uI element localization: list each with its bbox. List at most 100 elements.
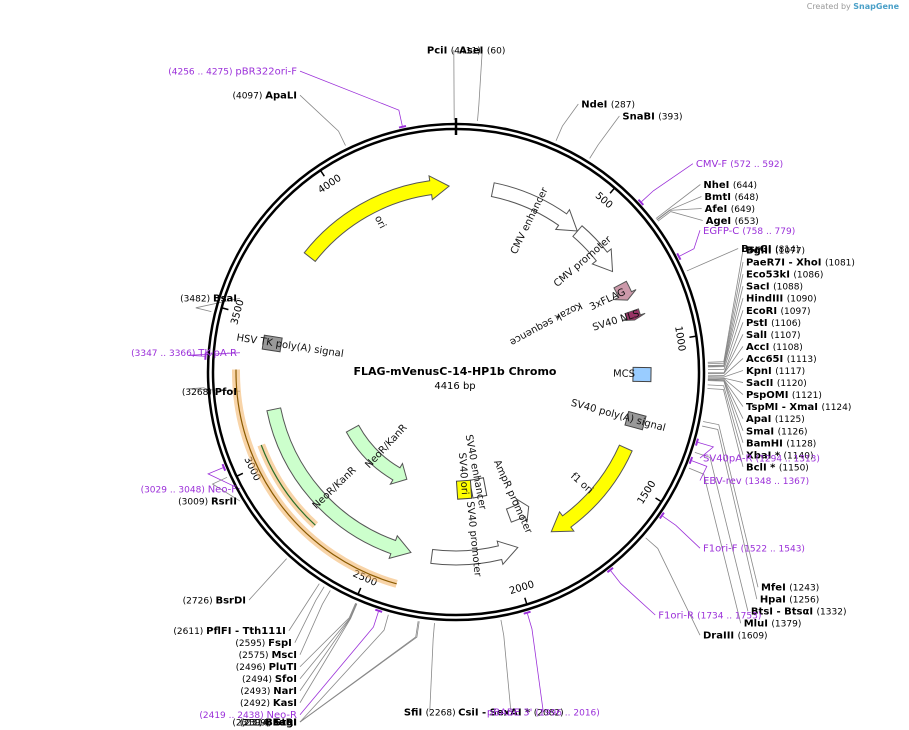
tick-label: 4000 [316,173,343,196]
label-leader-lines [188,49,759,723]
enzyme-leader-line [294,586,325,643]
enzyme-position: (1077) [775,247,805,257]
orf-line [235,369,397,585]
enzyme-leader-line [688,467,742,624]
enzyme-name: RsrII [211,497,237,508]
enzyme-leader-line [707,370,744,378]
tick-mark [319,169,325,177]
enzyme-name: AgeI [706,216,735,227]
enzyme-position: (1088) [773,283,803,293]
primer-leader-line [207,467,241,490]
enzyme-position: (2611) [173,627,206,637]
orf-line [260,444,316,526]
enzyme-label: CsiI - SexAI * (2082) [458,708,564,719]
feature-arrow [550,444,633,533]
primer-site-mark [523,610,531,615]
enzyme-label: PspOMI (1121) [746,390,822,401]
enzyme-position: (1150) [779,463,809,473]
feature-label: HSV TK poly(A) signal [236,333,345,360]
enzyme-label: (2399) EagI [240,718,297,729]
enzyme-position: (1120) [777,379,807,389]
primer-name: F1ori-F [703,544,741,555]
plasmid-size: 4416 bp [434,381,475,392]
feature-box [632,366,652,383]
feature-arrow [622,308,646,321]
tick-mark [357,587,362,595]
feature-label: SV40 ori [456,452,470,495]
enzyme-position: (1121) [792,391,822,401]
enzyme-leader-line [656,208,702,221]
enzyme-position: (1332) [817,608,847,618]
enzyme-leader-line [299,603,357,691]
enzyme-position: (1128) [786,439,816,449]
primer-name: pBABE 3' [487,708,536,719]
feature-label: SV40 poly(A) signal [570,398,667,434]
enzyme-name: HindIII [746,294,787,305]
enzyme-label: HpaI (1256) [760,595,819,606]
feature-label: SV40 NLS [591,308,641,333]
enzyme-position: (1081) [825,259,855,269]
feature-label: AmpR promoter [491,458,534,536]
enzyme-name: PstI [746,318,771,329]
enzyme-label: (3268) PfoI [182,387,237,398]
enzyme-leader-line [694,451,749,612]
enzyme-leader-line [655,184,701,219]
primer-leader-line [610,570,656,616]
enzyme-name: TspMI - XmaI [746,402,821,413]
enzyme-leader-line [707,379,744,431]
enzyme-name: Eco53kI [746,270,793,281]
enzyme-leader-line [299,590,331,655]
enzyme-label: SfiI (2268) [404,708,456,719]
primer-site-mark [606,567,614,574]
enzyme-label: AccI (1108) [746,342,803,353]
enzyme-position: (1609) [738,632,768,642]
enzyme-leader-line [589,115,620,159]
enzyme-label: DraIII (1609) [703,631,768,642]
enzyme-position: (1125) [775,415,805,425]
enzyme-leader-line [555,103,579,141]
enzyme-position: (2493) [240,687,273,697]
primer-label: EGFP-C (758 .. 779) [703,226,795,237]
enzyme-position: (2726) [183,597,216,607]
tick-mark [524,597,528,605]
primer-range: (4256 .. 4275) [168,68,235,78]
feature-arrow [490,182,578,232]
primer-name: Neo-F [208,485,238,496]
enzyme-label: BtsI - BtsαI (1332) [751,607,847,618]
enzyme-name: EcoRI [746,306,781,317]
feature-box [261,334,283,353]
primer-label: F1ori-F (1522 .. 1543) [703,544,805,555]
primer-site-mark [695,438,699,446]
primer-leader-line [662,515,701,549]
enzyme-name: BtsI - BtsαI [751,607,817,618]
enzyme-position: (287) [611,101,635,111]
enzyme-position: (2311) [232,719,265,729]
enzyme-label: MluI (1379) [744,619,802,630]
enzyme-label: (2494) SfoI [242,674,297,685]
enzyme-position: (1140) [784,451,814,461]
primer-site-mark [221,463,227,472]
primer-range: (572 .. 592) [730,160,783,170]
primer-site-mark [398,125,407,129]
enzyme-leader-line [299,94,346,146]
primer-leader-line [641,163,694,202]
enzyme-position: (1117) [775,367,805,377]
enzyme-name: BsrGI [741,244,775,255]
primer-label: CMV-F (572 .. 592) [696,159,783,170]
primer-leader-line [697,442,715,459]
enzyme-label: Eco53kI (1086) [746,270,823,281]
primer-leader-line [527,613,544,713]
enzyme-label: Acc65I (1113) [746,354,817,365]
enzyme-label: AfeI (649) [705,204,755,215]
enzyme-label: (2496) PluTI [236,662,297,673]
enzyme-name: BsrDI [215,596,246,607]
tick-mark [655,497,662,503]
feature-arrow [613,280,637,301]
tick-label: 1500 [636,479,659,506]
enzyme-name: BglII [746,246,775,257]
enzyme-name: MfeI [761,583,789,594]
enzyme-leader-line [707,384,744,455]
enzyme-leader-line [299,603,358,703]
primer-site-mark [658,512,665,520]
primer-label: F1ori-R (1734 .. 1753) [658,611,761,622]
